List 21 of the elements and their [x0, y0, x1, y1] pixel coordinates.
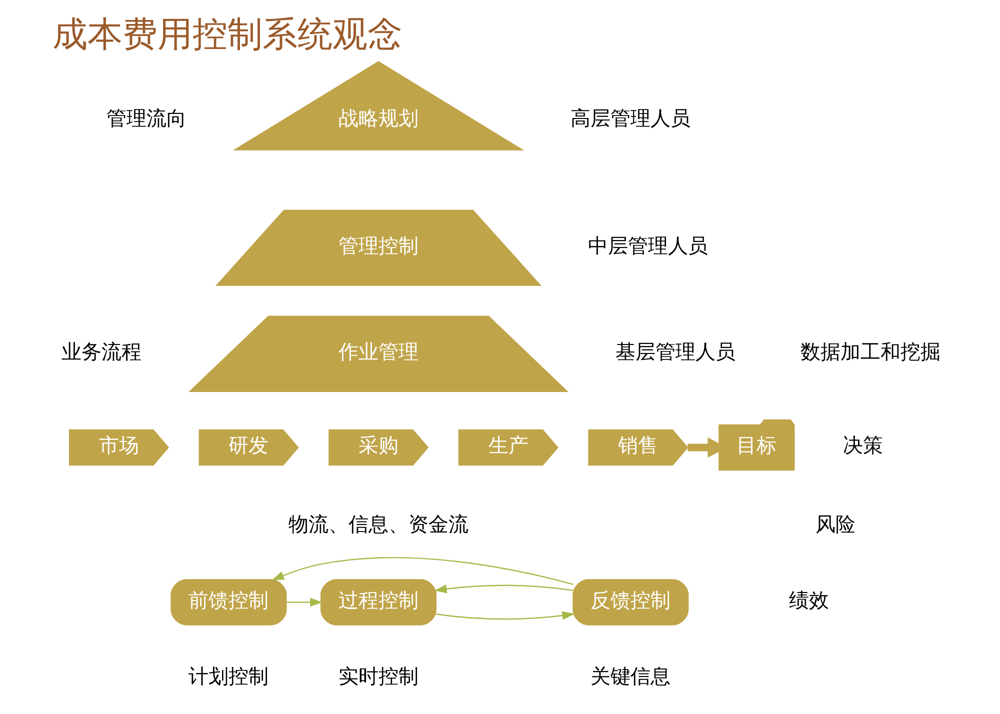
label: 绩效 [788, 588, 829, 612]
label: 数据加工和挖掘 [800, 340, 940, 364]
node-box: 过程控制 [320, 579, 436, 626]
node-box: 反馈控制 [572, 579, 688, 626]
label: 中层管理人员 [588, 234, 708, 258]
node-label: 实时控制 [338, 664, 418, 688]
label: 风险 [814, 512, 855, 536]
arrow [271, 557, 573, 585]
label: 业务流程 [60, 340, 141, 364]
label: 管理流向 [106, 106, 186, 130]
node-box: 前馈控制 [170, 579, 286, 626]
arrow [434, 584, 572, 594]
label: 高层管理人员 [570, 106, 690, 130]
arrow [286, 598, 322, 607]
diagram-title: 成本费用控制系统观念 [52, 15, 402, 56]
label: 决策 [842, 433, 882, 458]
node-label: 计划控制 [188, 664, 268, 688]
node-label: 关键信息 [590, 664, 670, 688]
arrow [436, 611, 574, 620]
label: 基层管理人员 [615, 340, 736, 364]
label: 物流、信息、资金流 [288, 512, 468, 536]
